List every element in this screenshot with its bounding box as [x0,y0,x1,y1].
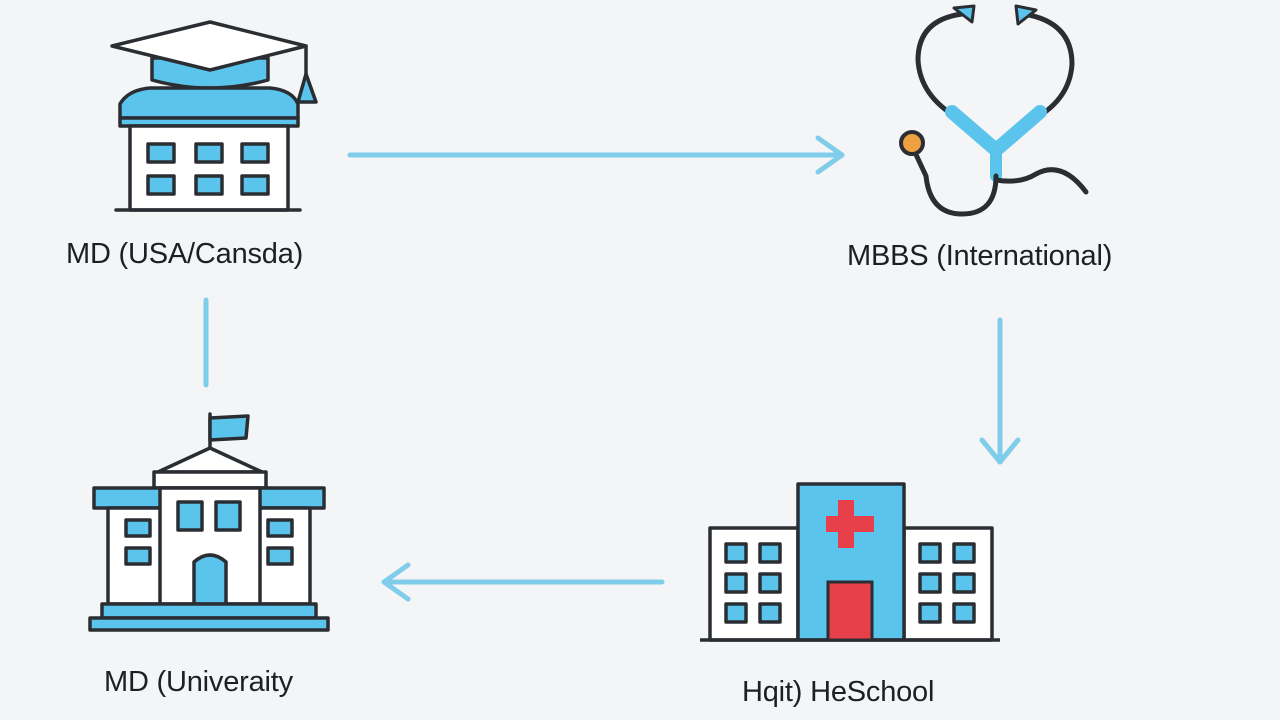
node-label-mbbs-international: MBBS (International) [847,240,1113,272]
node-label-hospital-school: Hqit) HeSchool [742,676,935,708]
edge-mbbs-to-hospital [979,317,1021,465]
edge-hospital-to-md-university [381,562,665,602]
node-label-md-university: MD (Univeraity [104,666,293,698]
node-label-md-usa-canada: MD (USA/Cansda) [66,238,304,270]
edge-md-usa-to-mbbs [347,135,845,175]
